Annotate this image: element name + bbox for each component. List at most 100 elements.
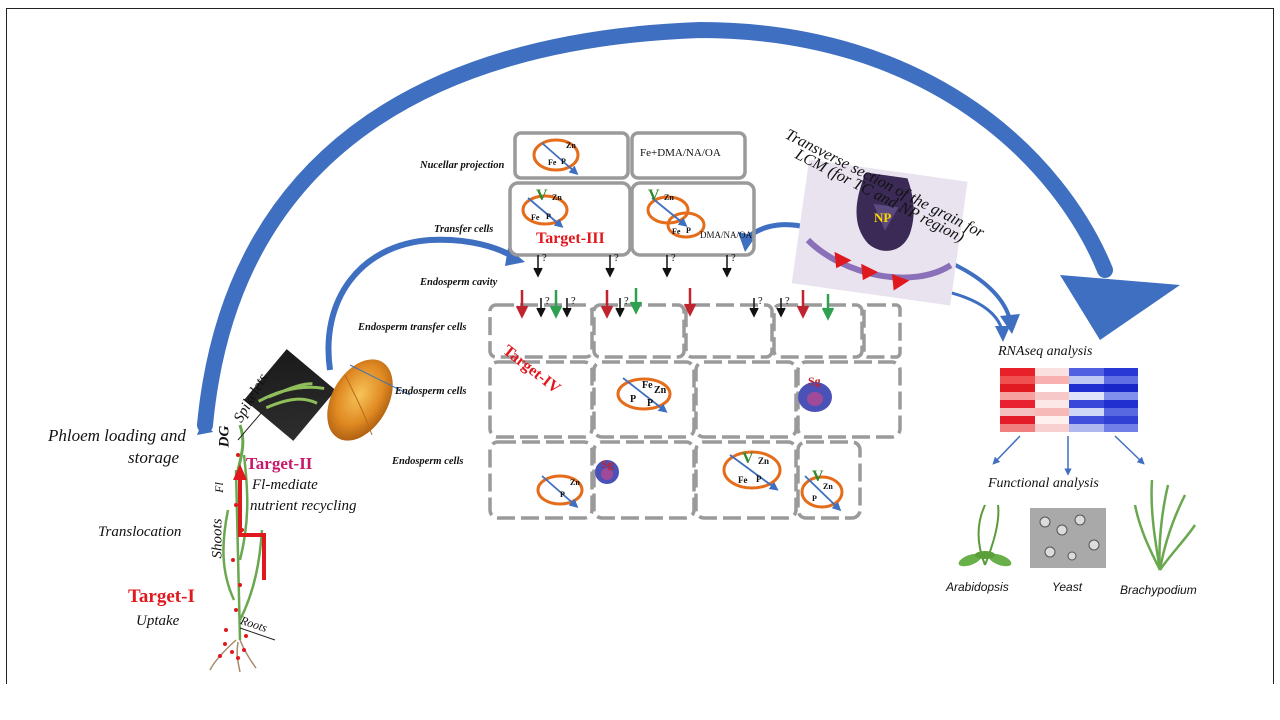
zn-mark-6: Zn	[758, 456, 770, 466]
fe-mark: Fe	[548, 158, 557, 167]
fe-mark-2: Fe	[531, 213, 540, 222]
heatmap-cell	[1000, 424, 1035, 432]
target-ii-label: Target-II	[246, 454, 313, 473]
np-label: NP	[874, 210, 892, 225]
q-mark-4: ?	[731, 253, 736, 264]
shoots-label: Shoots	[209, 518, 226, 559]
grain-to-cells-arrow	[325, 236, 517, 371]
heatmap-column	[1069, 368, 1104, 432]
q-mark-3: ?	[671, 253, 676, 264]
heatmap-column	[1103, 368, 1138, 432]
heatmap-cell	[1103, 384, 1138, 392]
cavity-arrows-red	[515, 288, 810, 319]
roots-line	[239, 627, 276, 641]
spikelets-image	[244, 349, 336, 441]
yeast-image	[1030, 508, 1106, 568]
p-mark-5: P	[647, 398, 654, 409]
v-mark-4: V	[812, 468, 824, 485]
heatmap-cell	[1000, 384, 1035, 392]
fe-dma-label: Fe+DMA/NA/OA	[640, 147, 721, 159]
v-mark-3: V	[742, 450, 754, 467]
zn-mark-4: Zn	[654, 385, 667, 396]
endosperm-cells-label-1: Endosperm cells	[395, 386, 467, 397]
translocation-label: Translocation	[98, 524, 182, 540]
q-mark-7: ?	[624, 296, 629, 307]
brachypodium-image	[1133, 479, 1197, 571]
target-ii-red-arrow	[238, 475, 266, 580]
p-mark-2: P	[546, 212, 551, 221]
sg-mark: Sg	[808, 374, 821, 388]
p-mark-3: P	[686, 226, 691, 235]
endosperm-cavity-label: Endosperm cavity	[420, 277, 498, 288]
heatmap-column	[1034, 368, 1069, 432]
heatmap-cell	[1034, 416, 1069, 424]
heatmap-cell	[1069, 416, 1104, 424]
heatmap-cell	[1103, 368, 1138, 376]
vacuoles	[521, 138, 844, 509]
heatmap-cell	[1034, 400, 1069, 408]
fe-mark-3: Fe	[672, 227, 681, 236]
q-mark-1: ?	[542, 253, 547, 264]
big-arc-arrow	[197, 21, 1180, 435]
heatmap-cell	[1069, 408, 1104, 416]
target-i-label: Target-I	[128, 586, 195, 607]
q-mark-5: ?	[545, 296, 550, 307]
starch-granules	[595, 382, 832, 484]
cavity-arrows-green	[549, 288, 835, 321]
heatmap-cell	[1103, 416, 1138, 424]
endosperm-cells-label-2: Endosperm cells	[392, 456, 464, 467]
nucellar-cells	[508, 131, 756, 257]
transfer-cells-label: Transfer cells	[434, 224, 494, 235]
q-mark-2: ?	[614, 253, 619, 264]
uptake-label: Uptake	[136, 613, 180, 629]
functional-analysis-label: Functional analysis	[988, 476, 1099, 491]
heatmap-cell	[1000, 376, 1035, 384]
p-mark-7: P	[756, 474, 762, 484]
fe-mark-5: Fe	[738, 475, 748, 485]
storage-label: storage	[128, 448, 179, 467]
arabidopsis-label: Arabidopsis	[946, 580, 1009, 594]
heatmap-cell	[1069, 376, 1104, 384]
dma-na-oa-label: DMA/NA/OA	[700, 230, 753, 240]
p-mark: P	[561, 157, 566, 166]
endosperm-grid	[488, 303, 902, 520]
heatmap-cell	[1103, 376, 1138, 384]
target-iii-label: Target-III	[536, 230, 605, 247]
heatmap-cell	[1034, 392, 1069, 400]
vacuole-arrows	[527, 142, 842, 512]
sg-mark-2: Sg	[601, 457, 614, 471]
brachypodium-label: Brachypodium	[1120, 583, 1197, 597]
grain-section-image	[791, 159, 968, 306]
fl-label: Fl	[211, 482, 226, 493]
nucellar-projection-label: Nucellar projection	[420, 160, 505, 171]
heatmap-cell	[1103, 392, 1138, 400]
zn-mark-5: Zn	[570, 478, 580, 487]
heatmap-cell	[1103, 408, 1138, 416]
grain-image	[327, 359, 411, 441]
nutrient-recycling-label: nutrient recycling	[250, 498, 357, 514]
p-mark-8: P	[812, 494, 817, 503]
yeast-label: Yeast	[1052, 580, 1083, 594]
endosperm-transfer-cells-label: Endosperm transfer cells	[358, 322, 467, 333]
heatmap-cell	[1034, 408, 1069, 416]
phloem-loading-label: Phloem loading and	[48, 426, 186, 445]
heatmap-cell	[1069, 392, 1104, 400]
zn-mark-2: Zn	[552, 193, 562, 202]
heatmap-cell	[1069, 384, 1104, 392]
spikelets-line	[237, 411, 263, 441]
rnaseq-heatmap	[1000, 368, 1138, 432]
heatmap-cell	[1103, 424, 1138, 432]
figure-frame	[6, 8, 1274, 684]
arabidopsis-image	[958, 504, 1012, 567]
fe-mark-4: Fe	[642, 380, 653, 391]
heatmap-cell	[1000, 392, 1035, 400]
fl-mediate-label: Fl-mediate	[252, 477, 318, 493]
q-mark-6: ?	[571, 296, 576, 307]
v-mark-2: V	[648, 187, 660, 204]
zn-mark-7: Zn	[823, 482, 833, 491]
heatmap-cell	[1000, 408, 1035, 416]
heatmap-cell	[1000, 416, 1035, 424]
cavity-arrows-black	[533, 255, 786, 318]
heatmap-cell	[1000, 368, 1035, 376]
